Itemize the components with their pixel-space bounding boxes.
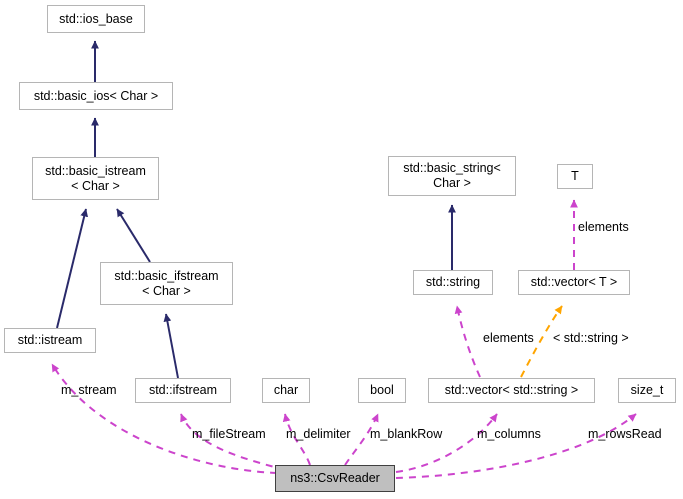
edge-label-m-blankrow: m_blankRow [370, 427, 443, 441]
edge-csvreader-to-char [282, 413, 311, 466]
edge-csvreader-to-ifstream [180, 413, 286, 471]
edge-label-m-filestream: m_fileStream [192, 427, 266, 441]
node-template-parameter-t[interactable]: T [557, 164, 593, 189]
edge-ifstream-to-basic_ifstream [163, 313, 179, 379]
edge-label-elements-top: elements [578, 220, 629, 234]
node-std-basic-istream[interactable]: std::basic_istream < Char > [32, 157, 159, 200]
node-std-basic-ifstream[interactable]: std::basic_ifstream < Char > [100, 262, 233, 305]
node-std-string[interactable]: std::string [413, 270, 493, 295]
edge-label-m-delimiter: m_delimiter [286, 427, 351, 441]
edge-vector_string-to-vector_T [520, 305, 563, 378]
edge-csvreader-to-size_t [395, 413, 637, 479]
node-std-vector-t[interactable]: std::vector< T > [518, 270, 630, 295]
node-ns3-csvreader[interactable]: ns3::CsvReader [275, 465, 395, 492]
node-bool[interactable]: bool [358, 378, 406, 403]
edge-basic_ifstream-to-basic_istream [116, 208, 151, 263]
edge-csvreader-to-bool [344, 413, 379, 466]
node-char[interactable]: char [262, 378, 310, 403]
edge-istream-to-basic_istream [56, 208, 89, 329]
edge-label-m-stream: m_stream [61, 383, 117, 397]
edge-csvreader-to-istream [51, 363, 278, 474]
node-std-istream[interactable]: std::istream [4, 328, 96, 353]
node-std-ios-base[interactable]: std::ios_base [47, 5, 145, 33]
edge-label-m-rowsread: m_rowsRead [588, 427, 662, 441]
edge-vector_string-to-string [454, 305, 481, 378]
edge-label-template-arg: < std::string > [553, 331, 629, 345]
node-size-t[interactable]: size_t [618, 378, 676, 403]
edge-label-m-columns: m_columns [477, 427, 541, 441]
node-std-basic-string[interactable]: std::basic_string< Char > [388, 156, 516, 196]
edge-label-elements-mid: elements [483, 331, 534, 345]
template-edges [520, 305, 563, 378]
usage-edges [51, 199, 637, 479]
edge-csvreader-to-vector_string [395, 413, 498, 473]
node-std-ifstream[interactable]: std::ifstream [135, 378, 231, 403]
node-std-vector-std-string[interactable]: std::vector< std::string > [428, 378, 595, 403]
inheritance-edges [56, 40, 456, 379]
node-std-basic-ios[interactable]: std::basic_ios< Char > [19, 82, 173, 110]
